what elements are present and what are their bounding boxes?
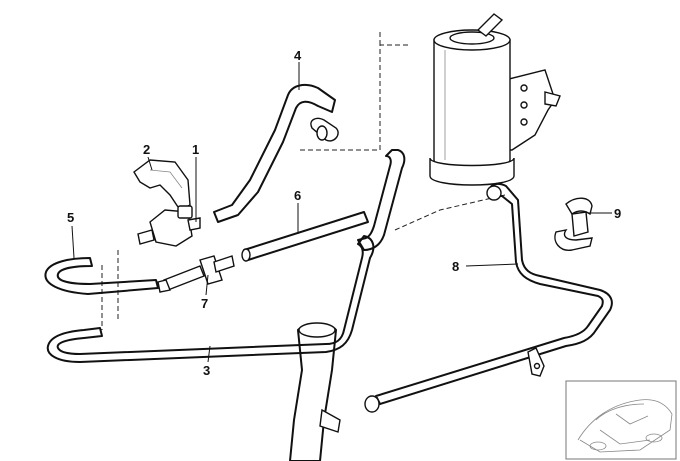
callout-5: 5 [67,210,74,225]
callout-leader-lines [71,62,612,363]
carbon-canister[interactable] [429,13,561,186]
hose-part-8[interactable] [364,182,613,413]
hose-part-4[interactable] [213,83,339,223]
hose-part-5[interactable] [44,257,159,295]
hose-upper-bend[interactable] [357,149,406,251]
hose-part-3[interactable] [46,235,375,363]
callout-9: 9 [614,206,621,221]
clamp-part-9[interactable] [554,197,593,251]
valve-part-1[interactable] [137,205,201,247]
callout-1: 1 [192,142,199,157]
connector-part-7[interactable] [157,255,235,293]
assembly-guide-lines [101,30,506,330]
callout-labels: 4 2 1 5 6 7 3 8 9 [67,48,621,378]
callout-8: 8 [452,259,459,274]
hose-lower-center[interactable] [289,322,341,461]
callout-7: 7 [201,296,208,311]
callout-4: 4 [294,48,302,63]
car-silhouette-icon [565,380,677,460]
callout-2: 2 [143,142,150,157]
callout-3: 3 [203,363,210,378]
hose-part-6[interactable] [241,211,369,262]
bracket-part-2[interactable] [133,159,191,211]
callout-6: 6 [294,188,301,203]
